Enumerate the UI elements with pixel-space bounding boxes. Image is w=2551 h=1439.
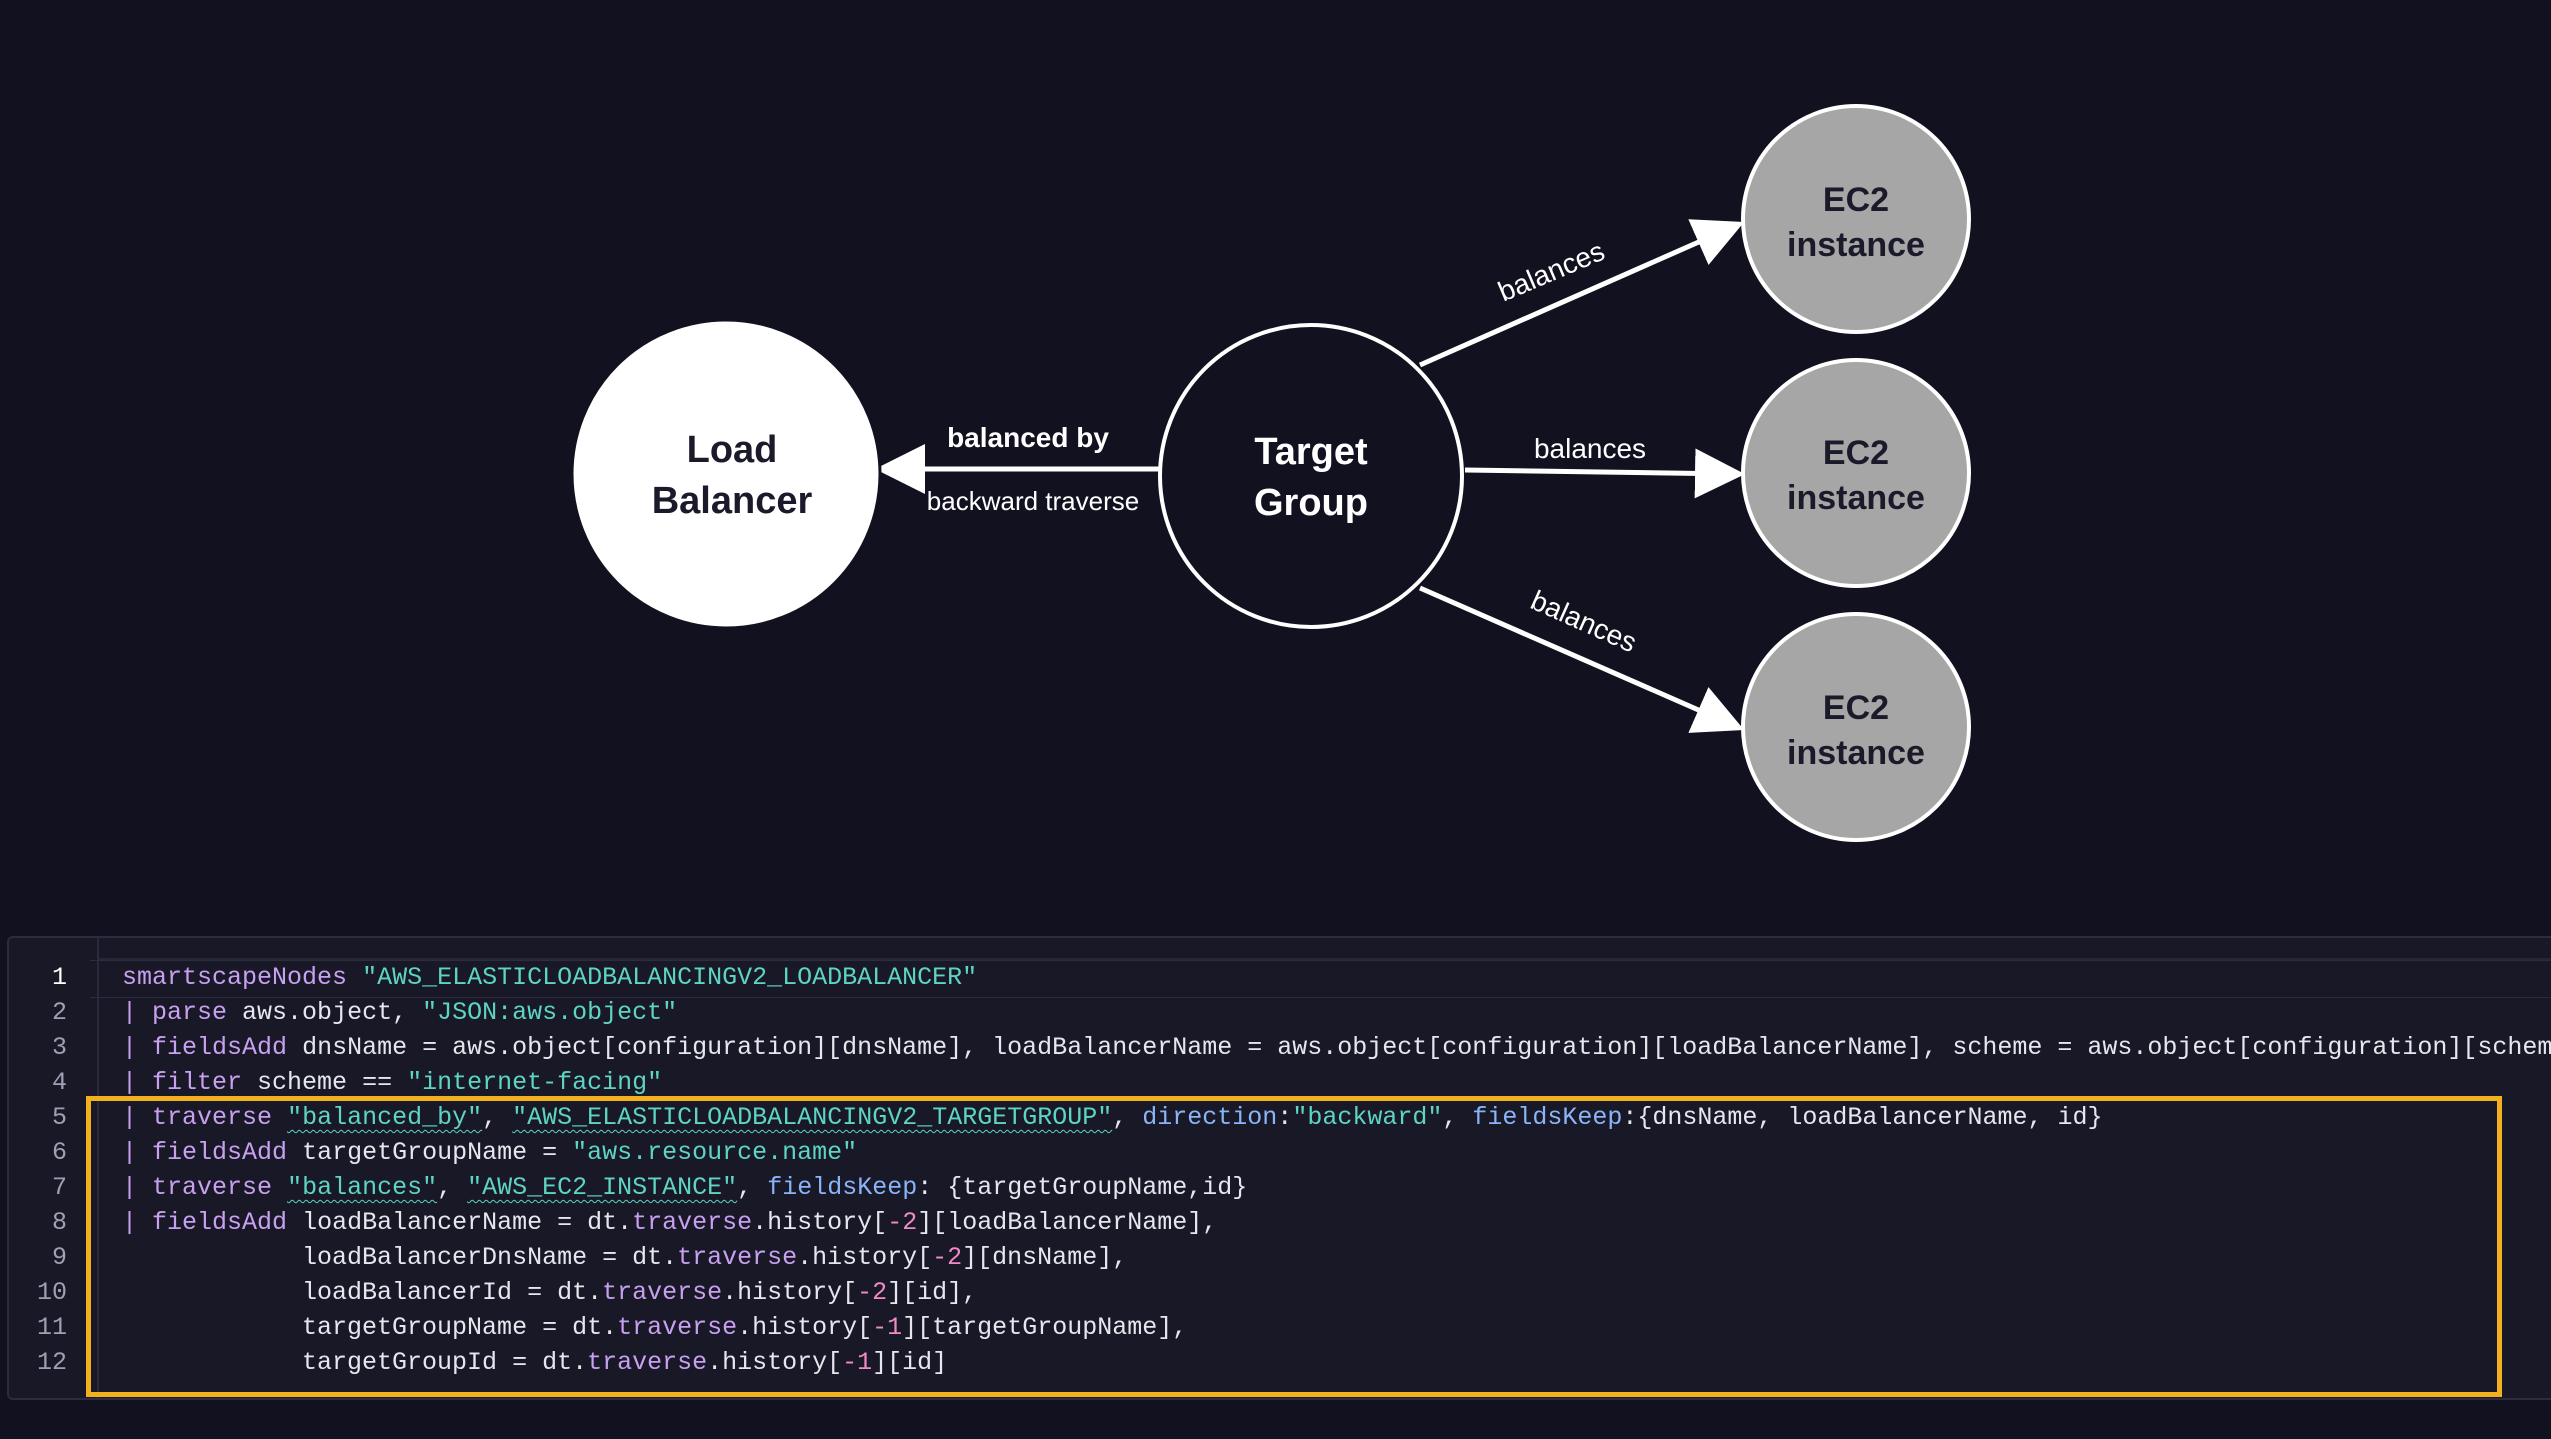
node-target-group: Target Group bbox=[1158, 323, 1464, 629]
node-ec2-instance-3: EC2 instance bbox=[1741, 612, 1971, 842]
line-number: 8 bbox=[51, 1208, 67, 1237]
code-line[interactable]: loadBalancerId = dt.traverse.history[-2]… bbox=[122, 1278, 978, 1307]
edge-balances-bottom bbox=[1418, 585, 1745, 733]
line-number: 12 bbox=[36, 1348, 67, 1377]
line-number: 5 bbox=[51, 1103, 67, 1132]
node-label-line-2: Group bbox=[1254, 482, 1368, 524]
code-line[interactable]: | fieldsAdd loadBalancerName = dt.traver… bbox=[122, 1208, 1218, 1237]
line-number: 9 bbox=[51, 1243, 67, 1272]
edge-label-balances-bottom: balances bbox=[1526, 584, 1641, 658]
edge-balances-top bbox=[1418, 219, 1745, 368]
node-label-line-2: instance bbox=[1787, 734, 1925, 772]
node-label-line-2: instance bbox=[1787, 226, 1925, 264]
code-line[interactable]: loadBalancerDnsName = dt.traverse.histor… bbox=[122, 1243, 1128, 1272]
code-line[interactable]: | parse aws.object, "JSON:aws.object" bbox=[122, 998, 678, 1027]
code-line[interactable]: targetGroupId = dt.traverse.history[-1][… bbox=[122, 1348, 948, 1377]
node-label-line-2: Balancer bbox=[652, 480, 813, 522]
code-line[interactable]: | traverse "balances", "AWS_EC2_INSTANCE… bbox=[122, 1173, 1248, 1202]
edge-label-balanced-by: balanced by bbox=[947, 422, 1109, 453]
line-number-gutter bbox=[9, 938, 99, 1398]
line-number: 7 bbox=[51, 1173, 67, 1202]
node-load-balancer: Load Balancer bbox=[570, 318, 882, 630]
node-label-line-1: Load bbox=[687, 429, 778, 471]
line-number: 2 bbox=[51, 998, 67, 1027]
node-ec2-instance-1: EC2 instance bbox=[1741, 104, 1971, 334]
node-label-line-1: EC2 bbox=[1823, 689, 1889, 727]
code-line[interactable]: smartscapeNodes "AWS_ELASTICLOADBALANCIN… bbox=[122, 963, 978, 992]
line-number: 6 bbox=[51, 1138, 67, 1167]
node-ec2-instance-2: EC2 instance bbox=[1741, 358, 1971, 588]
edge-label-balances-middle: balances bbox=[1534, 433, 1646, 464]
line-number: 1 bbox=[51, 963, 67, 992]
line-number: 10 bbox=[36, 1278, 67, 1307]
node-label-line-2: instance bbox=[1787, 479, 1925, 517]
code-line[interactable]: | fieldsAdd dnsName = aws.object[configu… bbox=[122, 1033, 2551, 1062]
node-label-line-1: Target bbox=[1254, 431, 1368, 473]
line-number: 3 bbox=[51, 1033, 67, 1062]
code-line[interactable]: targetGroupName = dt.traverse.history[-1… bbox=[122, 1313, 1188, 1342]
edge-balances-middle bbox=[1464, 448, 1745, 499]
node-label-line-1: EC2 bbox=[1823, 434, 1889, 472]
code-editor[interactable] bbox=[7, 936, 2551, 1400]
active-line-highlight bbox=[90, 960, 2551, 998]
code-line[interactable]: | traverse "balanced_by", "AWS_ELASTICLO… bbox=[122, 1103, 2103, 1132]
relationship-diagram: balanced by backward traverse balances b… bbox=[570, 104, 1971, 842]
node-label-line-1: EC2 bbox=[1823, 181, 1889, 219]
code-line[interactable]: | filter scheme == "internet-facing" bbox=[122, 1068, 663, 1097]
edge-label-balances-top: balances bbox=[1494, 235, 1609, 307]
line-number: 4 bbox=[51, 1068, 67, 1097]
line-number: 11 bbox=[36, 1313, 67, 1342]
code-line[interactable]: | fieldsAdd targetGroupName = "aws.resou… bbox=[122, 1138, 858, 1167]
editor-divider bbox=[99, 958, 2551, 960]
edge-label-backward-traverse: backward traverse bbox=[927, 486, 1139, 516]
highlighted-traverse-block bbox=[86, 1096, 2502, 1397]
